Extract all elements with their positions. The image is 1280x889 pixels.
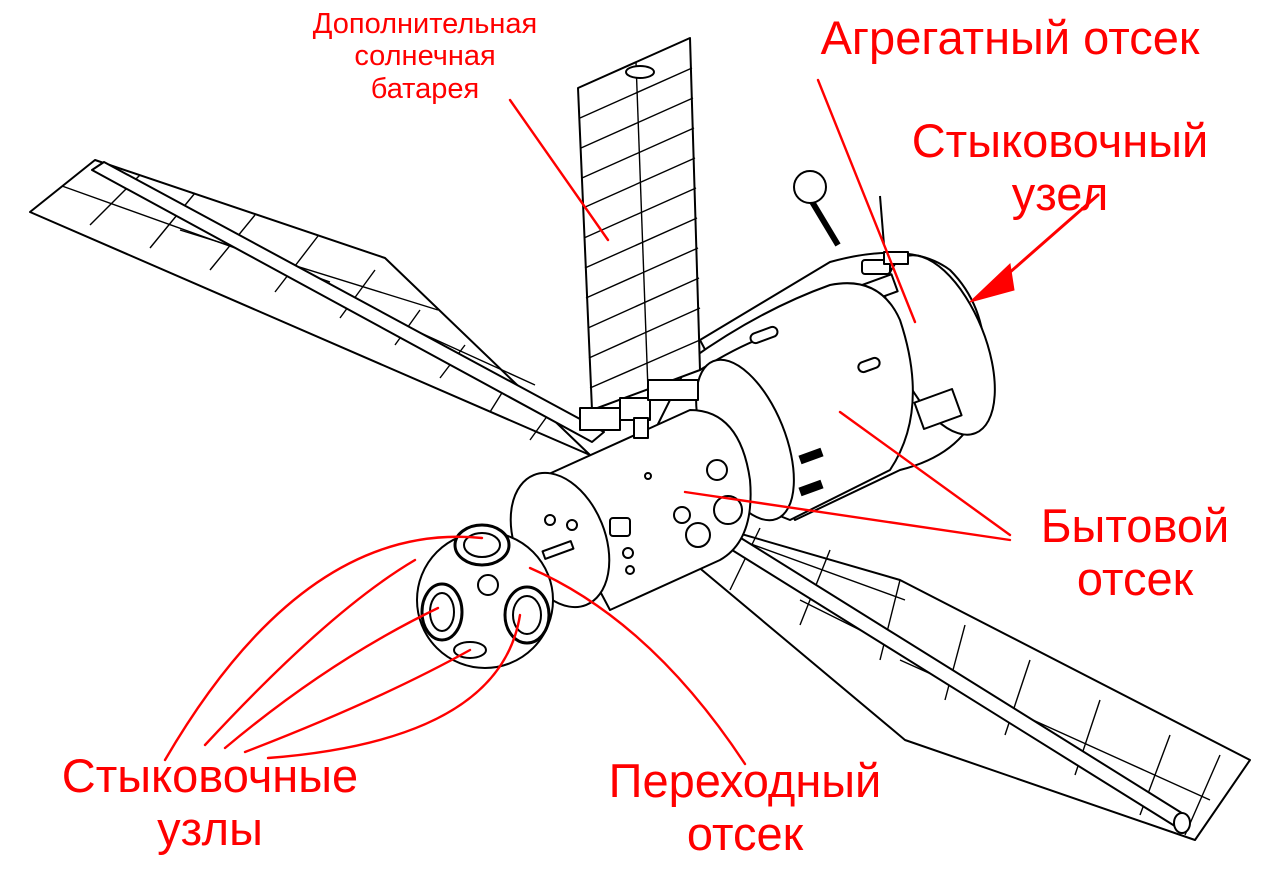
- leader-docking-3: [223, 606, 440, 750]
- leader-docking-4: [243, 648, 472, 754]
- leader-transfer: [528, 566, 747, 766]
- solar-array-upper-left: [29, 159, 605, 456]
- leader-lines: [163, 78, 1100, 766]
- leader-docking-1: [163, 535, 484, 762]
- label-docking-nodes: Стыковочные узлы: [61, 749, 359, 855]
- label-transfer: Переходный отсек: [608, 754, 882, 860]
- extra-solar-array: [577, 37, 701, 439]
- leader-aggregate: [816, 78, 917, 324]
- transfer-compartment: [509, 409, 752, 611]
- leader-docking-2: [203, 558, 417, 747]
- label-living: Бытовой отсек: [1040, 499, 1230, 605]
- leader-living-2: [683, 490, 1012, 542]
- leader-extra-solar: [508, 98, 610, 242]
- leader-docking-5: [266, 613, 522, 760]
- label-aggregate: Агрегатный отсек: [820, 11, 1200, 64]
- transfer-sphere: [416, 523, 554, 669]
- leader-docking-node-arrowhead: [969, 262, 1015, 303]
- solar-array-lower-right: [689, 519, 1251, 841]
- label-docking-node: Стыковочный узел: [911, 114, 1209, 220]
- leader-living-1: [838, 410, 1012, 537]
- station-drawing: [29, 37, 1251, 841]
- label-extra-solar: Дополнительная солнечная батарея: [312, 8, 538, 105]
